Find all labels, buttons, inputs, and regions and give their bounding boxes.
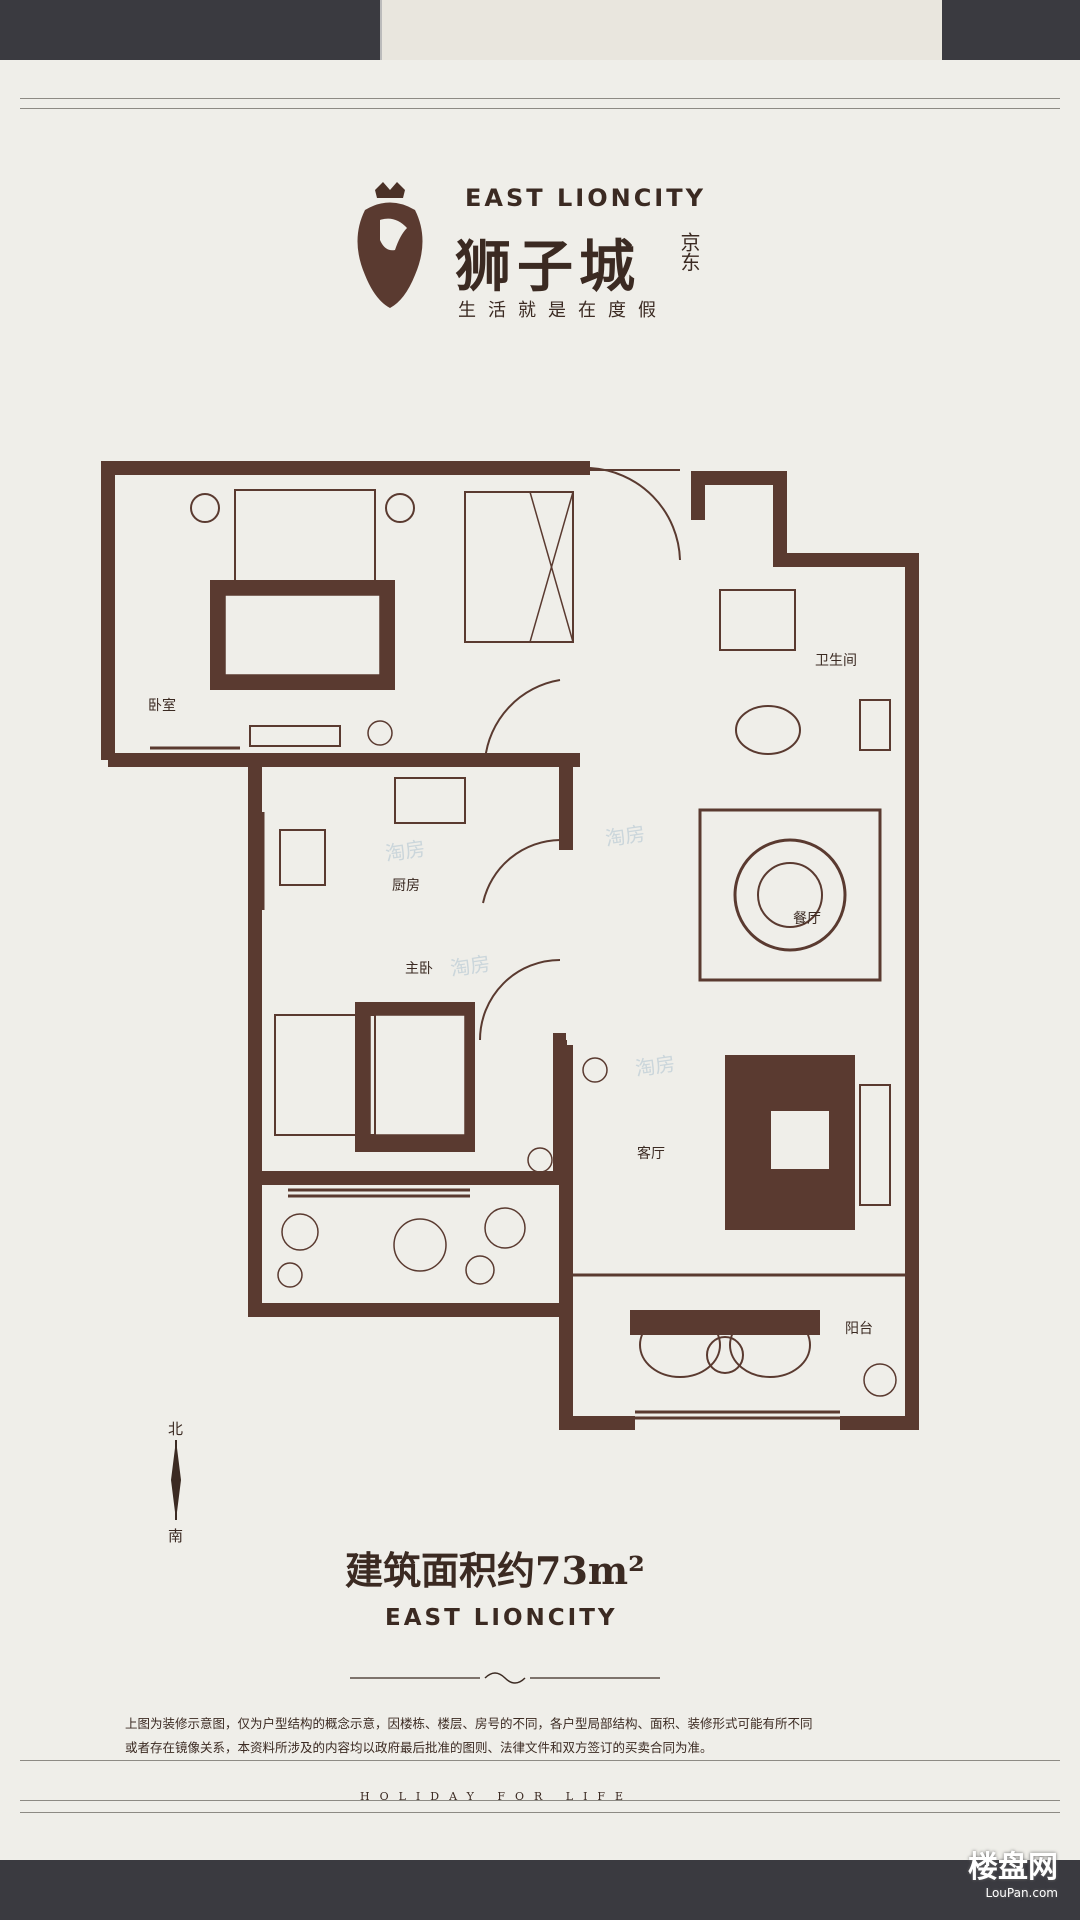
brochure-page [0,60,1080,1860]
room-label-kitchen: 厨房 [392,878,420,894]
brand-slogan: 生活就是在度假 [458,300,668,321]
disclaimer-line-2: 或者存在镜像关系，本资料所涉及的内容均以政府最后批准的图则、法律文件和双方签订的… [125,1740,713,1755]
top-rule [20,98,1060,99]
disclaimer-line-1: 上图为装修示意图，仅为户型结构的概念示意，因楼栋、楼层、房号的不同，各户型局部结… [125,1716,813,1731]
floor-area-brand-en: EAST LIONCITY [385,1605,618,1631]
floor-area: 建筑面积约73m² [345,1548,645,1593]
brand-city: 京东 [677,232,701,272]
site-watermark-en: LouPan.com [985,1886,1058,1900]
room-label-master-bedroom: 主卧 [405,961,433,977]
footer-rule-top [20,1800,1060,1801]
watermark: 淘房 [633,1051,677,1081]
site-watermark: 楼盘网 LouPan.com [968,1842,1058,1900]
watermark: 淘房 [603,821,647,851]
footer-rule-bottom [20,1812,1060,1813]
site-watermark-cn: 楼盘网 [968,1850,1058,1885]
watermark: 淘房 [383,836,427,866]
brand-name-cn: 狮子城 [455,234,641,300]
top-rule-inner [20,108,1060,109]
divider-ornament-icon [350,1672,660,1684]
room-label-bedroom: 卧室 [148,698,176,714]
disclaimer: 上图为装修示意图，仅为户型结构的概念示意，因楼栋、楼层、房号的不同，各户型局部结… [125,1712,965,1760]
compass-south: 南 [168,1527,184,1545]
room-label-balcony: 阳台 [845,1321,873,1337]
room-label-bathroom: 卫生间 [815,653,857,669]
watermark: 淘房 [448,951,492,981]
lion-logo-icon [357,182,423,308]
footer-tagline: HOLIDAY FOR LIFE [360,1790,634,1803]
brand-name-en: EAST LIONCITY [465,184,706,212]
compass-north: 北 [168,1420,184,1438]
room-label-dining: 餐厅 [793,911,821,927]
bottom-rule [20,1760,1060,1761]
room-label-living: 客厅 [637,1146,665,1162]
